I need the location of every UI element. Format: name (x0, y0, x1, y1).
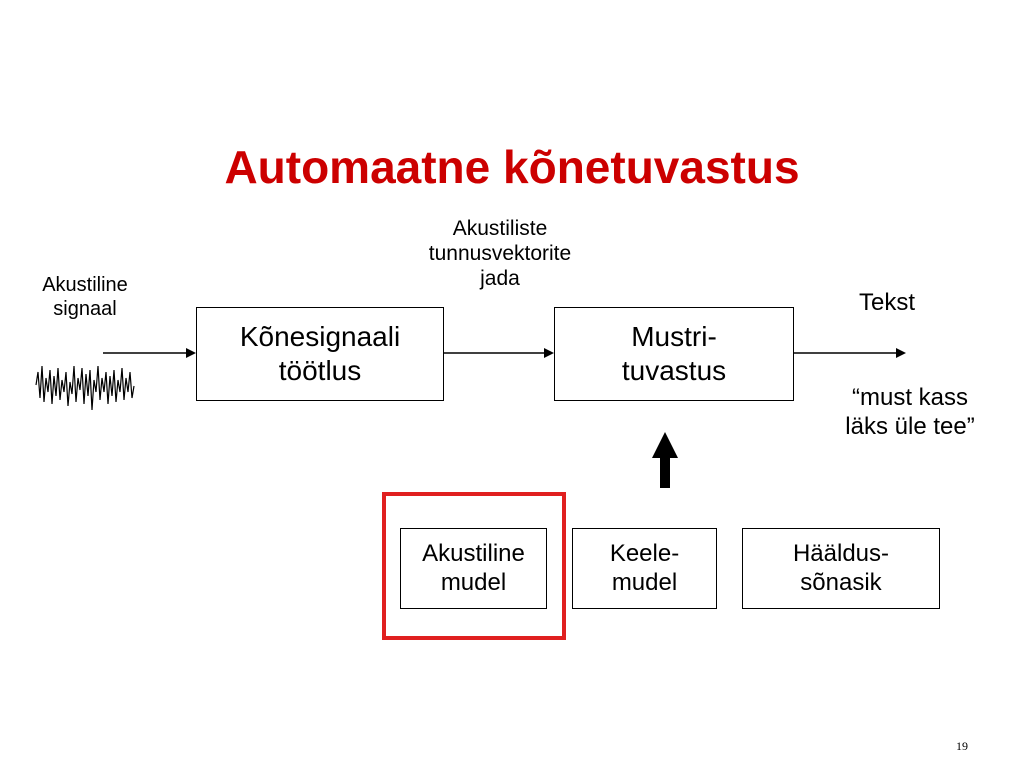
output-example-text: “must kass läks üle tee” (845, 384, 975, 440)
pattern-recognition-label: Mustri- tuvastus (621, 321, 727, 386)
acoustic-model-label: Akustiline mudel (422, 539, 525, 596)
pattern-recognition-box: Mustri- tuvastus (554, 307, 794, 401)
slide-title: Automaatne kõnetuvastus (224, 141, 800, 193)
feature-arrow (444, 348, 554, 358)
waveform-icon (35, 365, 135, 411)
input-arrow (103, 348, 196, 358)
acoustic-model-highlight-frame (382, 492, 566, 640)
output-arrow (794, 348, 906, 358)
feature-vector-label: Akustiliste tunnusvektorite jada (428, 217, 572, 291)
signal-processing-box: Kõnesignaali töötlus (196, 307, 444, 401)
pronunciation-dictionary-label: Hääldus- sõnasik (792, 539, 890, 596)
output-text-label: Tekst (858, 289, 915, 316)
language-model-label: Keele- mudel (609, 539, 680, 596)
input-signal-label: Akustiline signaal (42, 274, 128, 320)
page-number: 19 (956, 739, 968, 753)
signal-processing-label: Kõnesignaali töötlus (239, 321, 401, 386)
knowledge-up-arrow (652, 432, 678, 488)
pronunciation-dictionary-box: Hääldus- sõnasik (742, 528, 940, 609)
acoustic-model-box: Akustiline mudel (400, 528, 547, 609)
language-model-box: Keele- mudel (572, 528, 717, 609)
